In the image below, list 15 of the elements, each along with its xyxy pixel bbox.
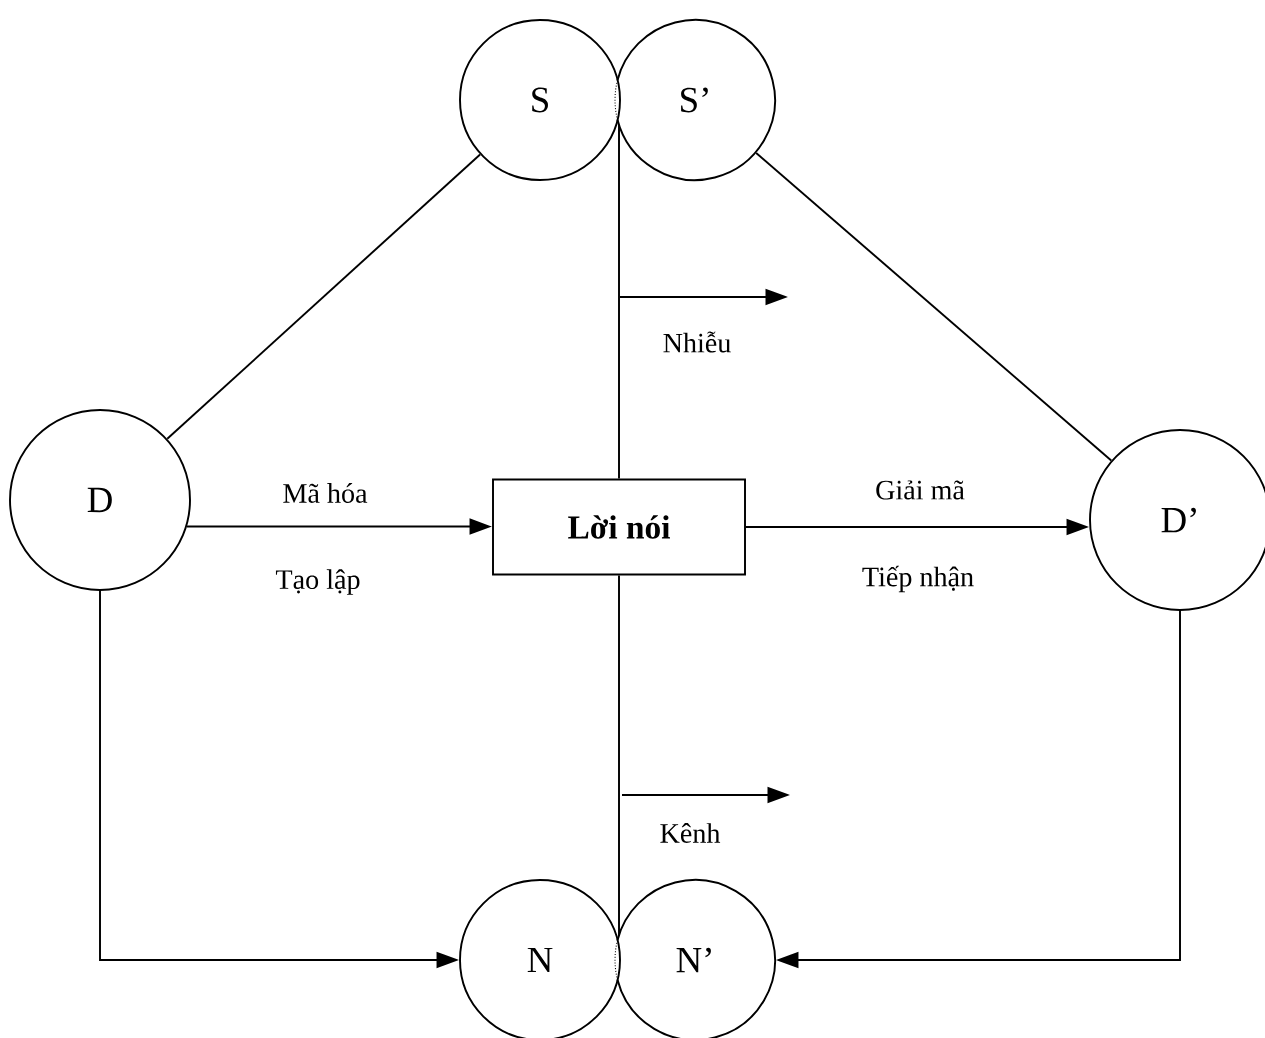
circle-node: S’ (614, 19, 776, 181)
connector-line (755, 152, 1113, 462)
circle-node: S (459, 19, 621, 181)
text-label: Tạo lập (275, 569, 360, 595)
circle-node: N’ (614, 879, 776, 1038)
connector-line (166, 153, 482, 440)
process-box: Lời nói (492, 478, 746, 576)
text-label: Kênh (660, 823, 721, 843)
text-label: Nhiễu (663, 331, 731, 353)
circle-node: D (9, 409, 191, 591)
connector-line (618, 574, 620, 936)
connector-line (618, 124, 620, 480)
text-label: Tiếp nhận (862, 565, 974, 593)
edge-label: Giải mã (876, 480, 965, 500)
edge-label: Mã hóa (283, 483, 368, 503)
